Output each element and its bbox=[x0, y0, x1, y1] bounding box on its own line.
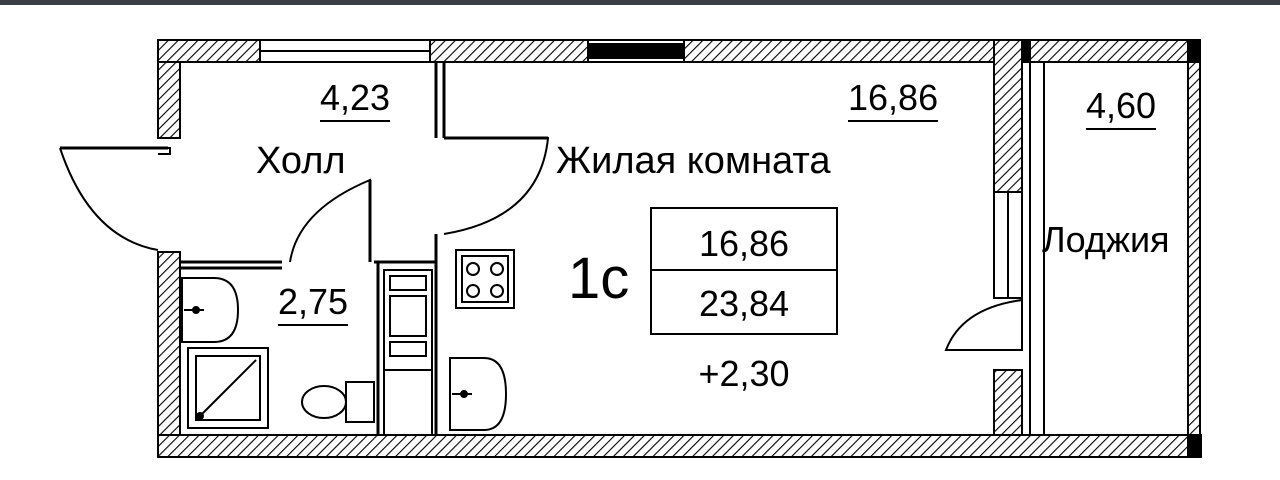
wall-loggia-right bbox=[1187, 39, 1201, 458]
doors bbox=[59, 136, 1023, 351]
walls bbox=[157, 39, 1202, 458]
living-area: 16,86 bbox=[848, 80, 939, 122]
entrance-door bbox=[59, 147, 171, 251]
loggia-name: Лоджия bbox=[1042, 219, 1170, 260]
bathroom-sink bbox=[181, 277, 240, 343]
bathroom-door bbox=[289, 178, 371, 263]
living-name: Жилая комната bbox=[556, 140, 831, 182]
hall-door bbox=[443, 137, 550, 235]
wall-top-left bbox=[157, 39, 261, 63]
loggia-area: 4,60 bbox=[1086, 88, 1157, 130]
wall-right-upper bbox=[993, 39, 1023, 193]
bathroom-area: 2,75 bbox=[278, 284, 349, 326]
balcony-door bbox=[944, 298, 1023, 351]
kitchen-sink bbox=[449, 357, 508, 431]
wall-loggia-top bbox=[1029, 39, 1201, 63]
extra-area: +2,30 bbox=[698, 353, 790, 394]
area-box bbox=[650, 207, 838, 335]
wall-left-lower bbox=[157, 251, 181, 436]
partitions bbox=[180, 62, 446, 435]
apartment-type: 1с bbox=[568, 246, 630, 311]
wall-top-mid bbox=[429, 39, 589, 63]
wall-top-right bbox=[683, 39, 995, 63]
top-bar bbox=[0, 0, 1280, 5]
hall-name: Холл bbox=[256, 140, 346, 182]
toilet bbox=[301, 385, 347, 419]
fixtures bbox=[181, 249, 515, 436]
hall-area: 4,23 bbox=[320, 80, 391, 122]
wall-bottom bbox=[157, 434, 1202, 458]
wall-left-upper bbox=[157, 61, 181, 139]
windows bbox=[259, 39, 1201, 458]
wall-right-lower bbox=[993, 369, 1023, 436]
total-area: 23,84 bbox=[698, 283, 790, 324]
living-area-total: 16,86 bbox=[698, 223, 790, 264]
